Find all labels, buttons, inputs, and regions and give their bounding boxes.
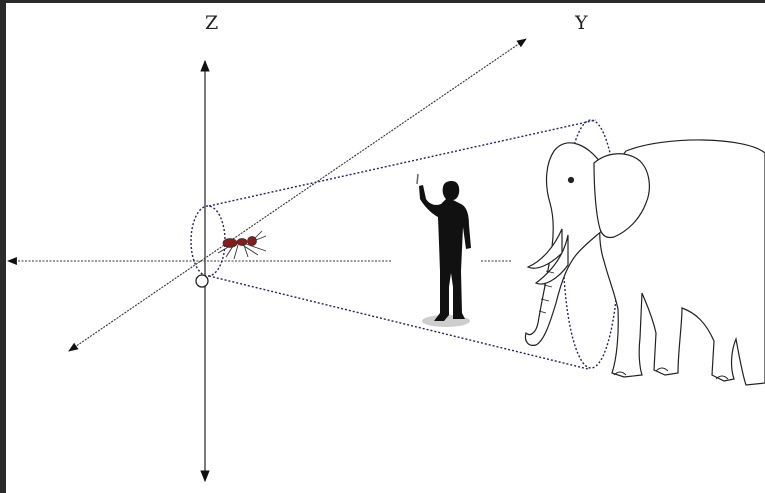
perspective-diagram: Z Y xyxy=(7,12,765,483)
diagram-canvas: Z Y xyxy=(6,3,765,493)
near-viewing-ellipse xyxy=(190,205,226,277)
y-axis-label: Y xyxy=(574,12,588,34)
elephant-icon xyxy=(524,139,765,386)
cone-bottom-line xyxy=(208,275,589,370)
man-silhouette-icon xyxy=(416,173,471,327)
y-axis-line xyxy=(68,38,527,352)
z-axis-label: Z xyxy=(205,12,218,34)
ant-icon xyxy=(217,230,267,260)
cone-top-line xyxy=(208,119,597,207)
origin-marker xyxy=(195,274,209,288)
